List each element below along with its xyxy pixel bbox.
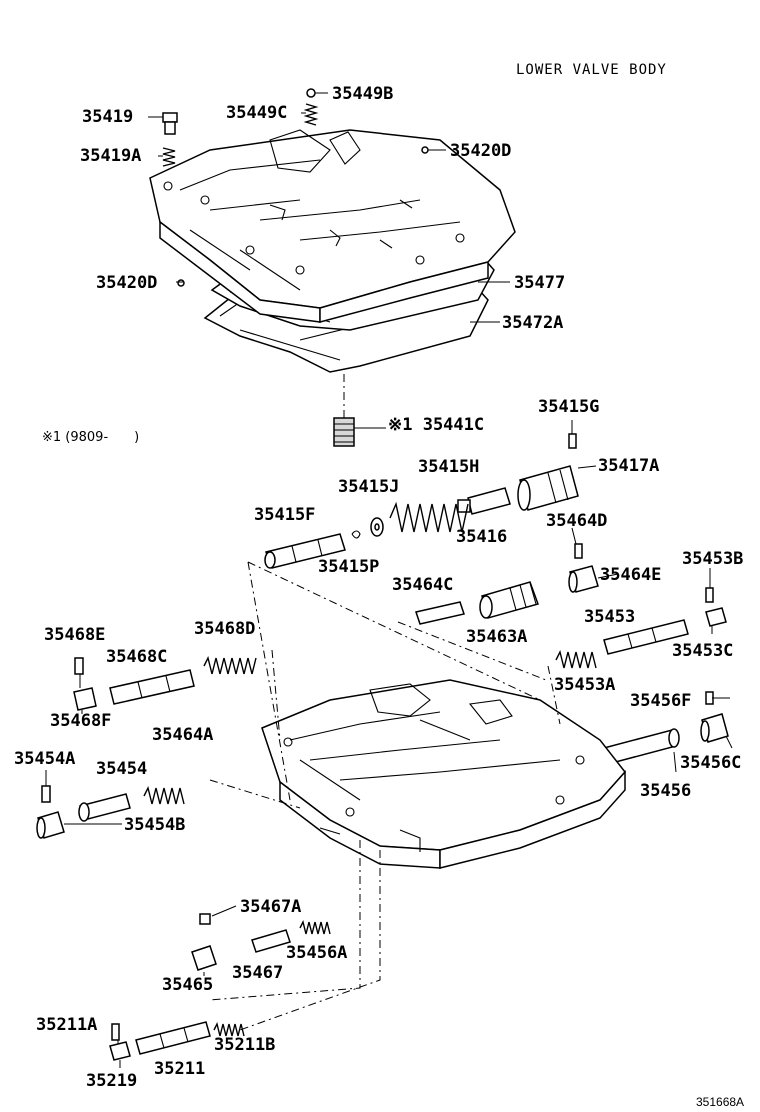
label-35472A[interactable]: 35472A [502,313,563,333]
part-35453C-plug[interactable] [705,607,727,627]
label-35219[interactable]: 35219 [86,1071,137,1091]
part-35419-plug[interactable] [162,112,178,135]
part-35219-plug[interactable] [109,1041,131,1061]
part-35468D-spring[interactable] [203,655,257,675]
part-35416-valve[interactable] [457,487,511,515]
part-35468E-pin[interactable] [74,657,84,675]
leader-lines [45,92,733,1068]
part-35464E-plug[interactable] [568,565,599,593]
part-35441C-strainer[interactable] [333,417,355,447]
part-35465-plug[interactable] [191,945,217,971]
lower-valve-body[interactable] [261,679,626,869]
label-35477[interactable]: 35477 [514,273,565,293]
label-35456A[interactable]: 35456A [286,943,347,963]
part-35468F-plug[interactable] [73,687,97,711]
part-35453B-pin[interactable] [705,587,714,603]
label-35420D-top[interactable]: 35420D [450,141,511,161]
part-labels: 35449B 35419 35449C 35420D 35419A 35420D… [14,84,743,1091]
assembly-dash-lines [209,374,561,1031]
label-35454A[interactable]: 35454A [14,749,75,769]
part-35211B-spring[interactable] [213,1021,245,1037]
part-35467A-pin[interactable] [199,913,211,925]
part-35415F-valve[interactable] [264,533,346,569]
label-35468E[interactable]: 35468E [44,625,105,645]
label-35416[interactable]: 35416 [456,527,507,547]
footnote: ※1 (9809- ) [42,430,139,445]
label-35464C[interactable]: 35464C [392,575,453,595]
part-35415H-spring[interactable] [389,501,469,533]
part-35415P-clip[interactable] [351,530,361,539]
label-35453A[interactable]: 35453A [554,675,615,695]
label-35211B[interactable]: 35211B [214,1035,275,1055]
label-35415P[interactable]: 35415P [318,557,379,577]
part-35464A-spring[interactable] [143,785,185,805]
label-35468F[interactable]: 35468F [50,711,111,731]
part-35453A-spring[interactable] [555,649,597,669]
part-35417A-sleeve[interactable] [517,465,579,511]
part-35456F-pin[interactable] [705,691,714,705]
label-35415F[interactable]: 35415F [254,505,315,525]
label-35465[interactable]: 35465 [162,975,213,995]
label-35464D[interactable]: 35464D [546,511,607,531]
part-35419A-spring[interactable] [162,147,176,167]
label-35211[interactable]: 35211 [154,1059,205,1079]
label-35415G[interactable]: 35415G [538,397,599,417]
part-35453-valve[interactable] [603,619,689,655]
part-35415J-washer[interactable] [370,517,384,537]
label-35454B[interactable]: 35454B [124,815,185,835]
label-35415J[interactable]: 35415J [338,477,399,497]
part-35454B-plug[interactable] [36,811,65,839]
part-35449C-spring[interactable] [303,103,319,126]
part-35454-valve[interactable] [78,793,131,822]
label-35420D-left[interactable]: 35420D [96,273,157,293]
diagram-code: 351668A [696,1095,744,1109]
label-35467[interactable]: 35467 [232,963,283,983]
part-35420D-ball-left[interactable] [177,279,185,287]
label-35464E[interactable]: 35464E [600,565,661,585]
part-35211A-pin[interactable] [111,1023,120,1041]
part-35456C-plug[interactable] [700,713,729,743]
part-35468C-valve[interactable] [109,669,195,705]
label-35456C[interactable]: 35456C [680,753,741,773]
part-35415G-pin[interactable] [568,433,577,449]
part-35467-valve[interactable] [251,929,291,953]
part-35456A-spring[interactable] [299,919,331,935]
label-35456[interactable]: 35456 [640,781,691,801]
label-35454[interactable]: 35454 [96,759,147,779]
part-35449B-ball[interactable] [306,88,316,98]
label-35463A[interactable]: 35463A [466,627,527,647]
label-35417A[interactable]: 35417A [598,456,659,476]
label-35419[interactable]: 35419 [82,107,133,127]
part-35464C-valve[interactable] [415,601,465,625]
part-35211-valve[interactable] [135,1021,211,1055]
label-35441C[interactable]: ※1 35441C [388,415,484,435]
label-35415H[interactable]: 35415H [418,457,479,477]
upper-valve-body[interactable] [149,129,516,373]
part-35454A-pin[interactable] [41,785,51,803]
label-35449C[interactable]: 35449C [226,103,287,123]
label-35419A[interactable]: 35419A [80,146,141,166]
label-35468D[interactable]: 35468D [194,619,255,639]
label-35467A[interactable]: 35467A [240,897,301,917]
label-35211A[interactable]: 35211A [36,1015,97,1035]
label-35456F[interactable]: 35456F [630,691,691,711]
part-35463A-valve[interactable] [479,581,539,619]
label-35453C[interactable]: 35453C [672,641,733,661]
label-35453B[interactable]: 35453B [682,549,743,569]
part-35420D-ball-top[interactable] [421,146,429,154]
diagram-title: LOWER VALVE BODY [516,62,667,78]
part-35464D-pin[interactable] [574,543,583,559]
label-35453[interactable]: 35453 [584,607,635,627]
label-35464A[interactable]: 35464A [152,725,213,745]
label-35449B[interactable]: 35449B [332,84,393,104]
label-35468C[interactable]: 35468C [106,647,167,667]
